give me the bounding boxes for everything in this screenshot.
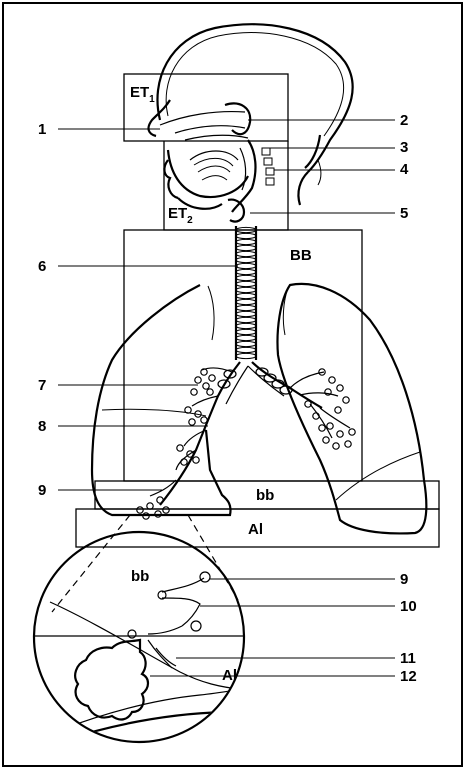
- left-lung-outline: [278, 284, 427, 534]
- alveolus: [193, 457, 199, 463]
- callout-9-inset: 9: [400, 571, 408, 588]
- bb-lower-label: bb: [256, 487, 274, 504]
- trachea-ring: [236, 233, 256, 238]
- alveolus: [337, 431, 343, 437]
- trachea-ring: [236, 347, 256, 352]
- alveolus: [345, 441, 351, 447]
- et1-label: ET1: [130, 84, 155, 105]
- alveolus: [209, 375, 215, 381]
- callout-1: 1: [38, 121, 46, 138]
- magnified-inset: [30, 515, 250, 745]
- trachea-ring: [236, 251, 256, 256]
- trachea-ring: [236, 245, 256, 250]
- trachea-ring: [236, 287, 256, 292]
- inset-al-label: Al: [222, 667, 237, 684]
- alveolus: [343, 397, 349, 403]
- callout-3: 3: [400, 139, 408, 156]
- trachea-ring: [236, 263, 256, 268]
- alveolus: [323, 437, 329, 443]
- callout-numbers: 1 2 3 4 5 6 7 8 9 9 10 11 12: [38, 112, 417, 685]
- bb-upper-label: BB: [290, 247, 312, 264]
- trachea-ring: [236, 341, 256, 346]
- alveolus: [325, 389, 331, 395]
- trachea-ring: [236, 275, 256, 280]
- callout-2: 2: [400, 112, 408, 129]
- trachea-ring: [236, 305, 256, 310]
- callout-9-upper: 9: [38, 482, 46, 499]
- trachea-ring: [236, 293, 256, 298]
- alveolus: [349, 429, 355, 435]
- trachea-ring: [236, 317, 256, 322]
- bronchial-tree: [137, 362, 355, 519]
- trachea-ring: [236, 323, 256, 328]
- callout-5: 5: [400, 205, 408, 222]
- alveolus: [157, 497, 163, 503]
- alveolus: [203, 383, 209, 389]
- alveolus: [181, 459, 187, 465]
- trachea-ring: [236, 269, 256, 274]
- alveolar-clusters: [137, 369, 355, 519]
- callout-6: 6: [38, 258, 46, 275]
- trachea-ring: [236, 335, 256, 340]
- alveolus: [333, 443, 339, 449]
- callout-10: 10: [400, 598, 417, 615]
- callout-8: 8: [38, 418, 46, 435]
- callout-7: 7: [38, 377, 46, 394]
- callout-11: 11: [400, 650, 416, 667]
- alveolus: [337, 385, 343, 391]
- alveolus: [137, 507, 143, 513]
- alveolus: [327, 423, 333, 429]
- trachea-ring: [236, 299, 256, 304]
- head-illustration: [149, 24, 353, 221]
- alveolus: [335, 407, 341, 413]
- callout-12: 12: [400, 668, 417, 685]
- leader-lines: [58, 120, 395, 676]
- alveolus: [177, 445, 183, 451]
- alveolus: [319, 425, 325, 431]
- alveolus: [207, 389, 213, 395]
- alveolus: [147, 503, 153, 509]
- alveolus: [191, 389, 197, 395]
- inset-bb-label: bb: [131, 568, 149, 585]
- alveolar-sac: [75, 640, 148, 719]
- trachea-ring: [236, 329, 256, 334]
- alveolus: [201, 417, 207, 423]
- alveolus: [189, 419, 195, 425]
- callout-4: 4: [400, 161, 409, 178]
- trachea-ring: [236, 311, 256, 316]
- et2-label: ET2: [168, 205, 193, 226]
- trachea-ring: [236, 353, 256, 358]
- alveolus: [329, 377, 335, 383]
- alveolus: [195, 377, 201, 383]
- trachea-ring: [236, 239, 256, 244]
- trachea-ring: [236, 281, 256, 286]
- region-boxes: [76, 74, 439, 547]
- al-label: Al: [248, 521, 263, 538]
- alveolus: [163, 507, 169, 513]
- trachea-ring: [236, 257, 256, 262]
